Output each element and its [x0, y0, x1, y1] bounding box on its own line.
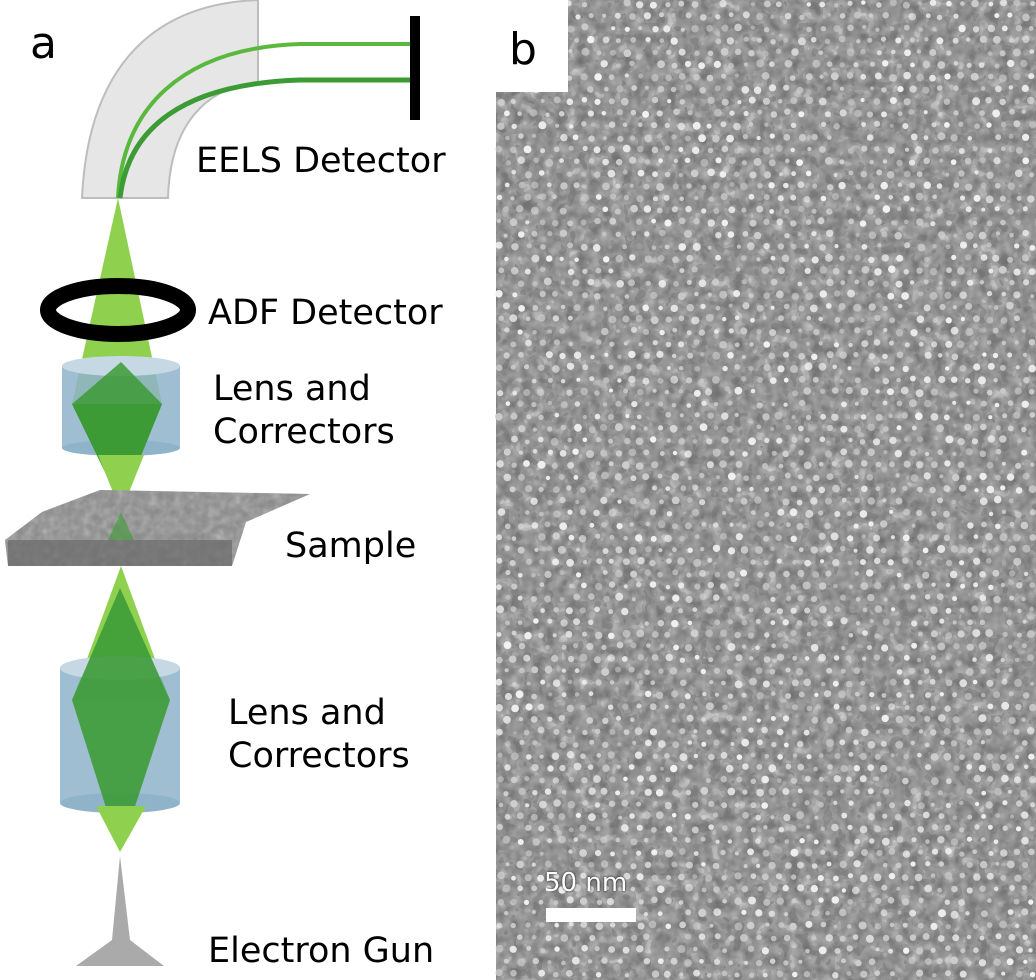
micrograph: [495, 0, 1036, 980]
electron-gun-label: Electron Gun: [208, 931, 435, 971]
lens-lower: [60, 588, 180, 852]
adf-detector: [40, 278, 196, 342]
microscope-schematic: [5, 0, 420, 966]
scale-bar: [546, 908, 636, 922]
adf-detector-label: ADF Detector: [208, 293, 443, 333]
panel-label-a: a: [30, 18, 57, 69]
lens-lower-label: Lens and Correctors: [228, 692, 410, 777]
eels-beam-lower: [117, 77, 412, 199]
eels-detector: [410, 16, 420, 120]
panel-label-b: b: [509, 24, 537, 75]
lens-upper-label: Lens and Correctors: [213, 368, 395, 453]
sample-label: Sample: [285, 526, 417, 566]
lens-lower-label-line2: Correctors: [228, 735, 410, 776]
scale-bar-label: 50 nm: [544, 868, 628, 898]
sample: [5, 490, 310, 566]
lens-upper-label-line2: Correctors: [213, 411, 395, 452]
micrograph-dots: [495, 0, 1036, 979]
eels-beam-upper: [116, 42, 412, 199]
lens-upper-label-line1: Lens and: [213, 369, 371, 409]
lens-lower-label-line1: Lens and: [228, 693, 386, 733]
eels-detector-label: EELS Detector: [196, 141, 446, 181]
panel-b-label-box: [496, 0, 568, 92]
electron-gun: [76, 856, 164, 966]
beam-cone-top: [72, 198, 162, 404]
lens-upper: [62, 356, 180, 505]
